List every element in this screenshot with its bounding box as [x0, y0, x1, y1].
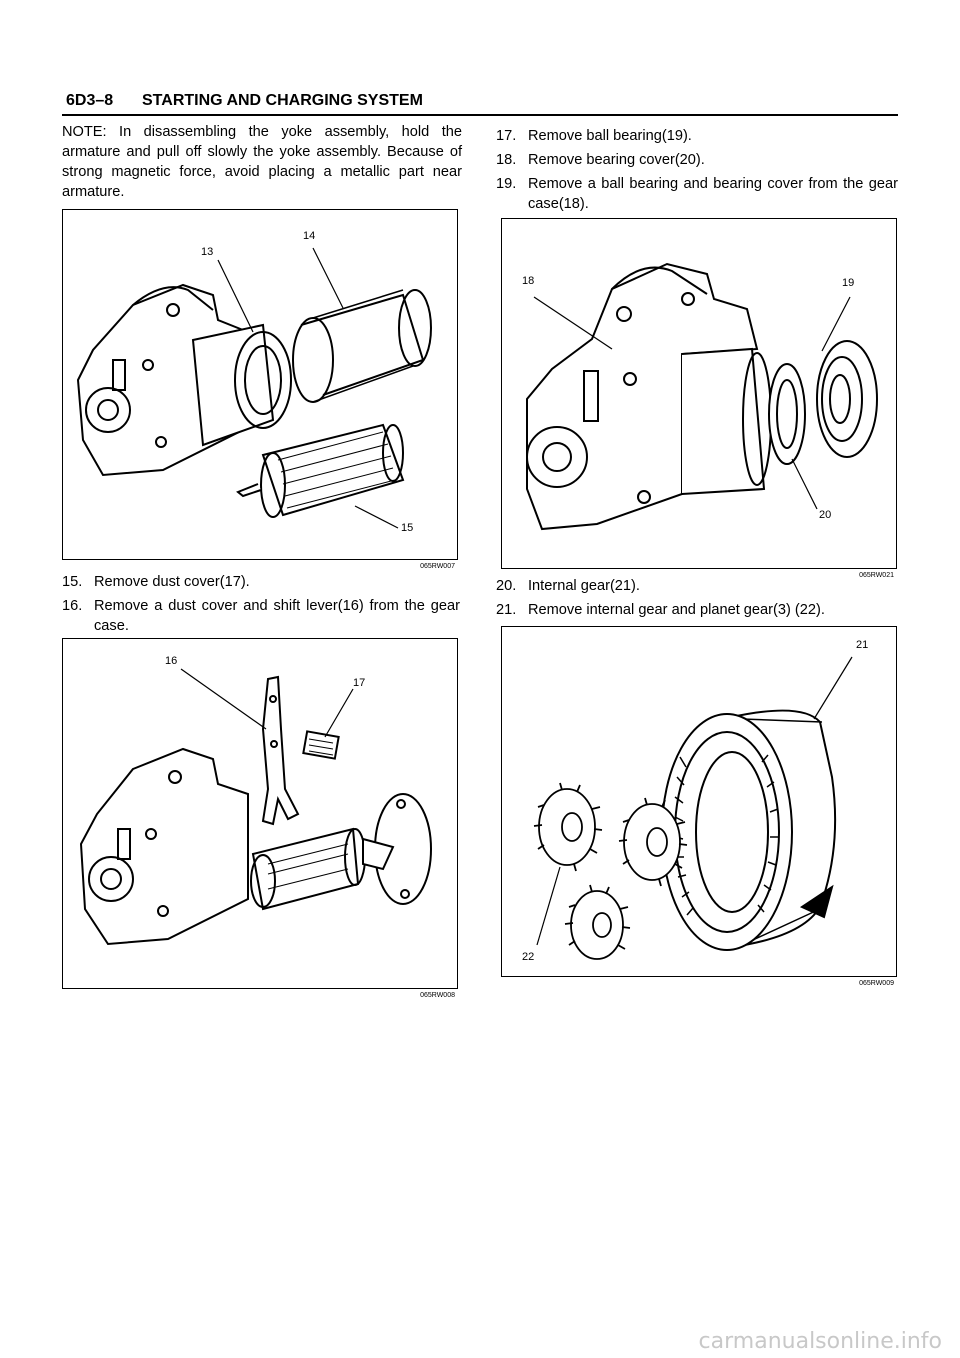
callout-16: 16	[165, 655, 178, 667]
step-number: 20.	[496, 578, 517, 594]
step-number: 21.	[496, 602, 517, 618]
watermark: carmanualsonline.info	[698, 1329, 942, 1354]
step-text: Remove a dust cover and shift lever(16) …	[94, 598, 460, 634]
step-16: 16. Remove a dust cover and shift lever(…	[62, 596, 460, 636]
callout-20: 20	[819, 509, 832, 521]
step-15: 15. Remove dust cover(17).	[62, 572, 460, 592]
step-text: Remove ball bearing(19).	[528, 128, 692, 144]
callout-14: 14	[303, 230, 316, 242]
step-number: 16.	[62, 598, 83, 614]
step-20: 20. Internal gear(21).	[496, 576, 898, 596]
section-code: 6D3–8	[66, 92, 114, 109]
header-rule	[62, 114, 898, 116]
steps-20-21: 20. Internal gear(21). 21. Remove intern…	[496, 576, 898, 620]
callout-13: 13	[201, 246, 214, 258]
steps-15-16: 15. Remove dust cover(17). 16. Remove a …	[62, 572, 460, 636]
step-text: Remove bearing cover(20).	[528, 152, 705, 168]
callout-18: 18	[522, 275, 535, 287]
step-19: 19. Remove a ball bearing and bearing co…	[496, 174, 898, 214]
step-text: Internal gear(21).	[528, 578, 640, 594]
step-21: 21. Remove internal gear and planet gear…	[496, 600, 898, 620]
figure-internal-gear-drawing	[533, 656, 853, 960]
figure-ball-bearing-drawing	[526, 262, 878, 531]
figure-shift-lever-drawing	[79, 668, 432, 946]
figure-ball-bearing: 18 19 20 065RW021	[501, 218, 897, 579]
callout-21: 21	[856, 639, 869, 651]
figure-code: 065RW021	[859, 572, 894, 579]
page-header: 6D3–8 STARTING AND CHARGING SYSTEM	[62, 90, 898, 116]
figure-code: 065RW009	[859, 980, 894, 987]
callout-19: 19	[842, 277, 855, 289]
figure-shift-lever: 16 17 065RW008	[62, 638, 458, 999]
step-17: 17. Remove ball bearing(19).	[496, 126, 898, 146]
figure-internal-gear: 21 22 065RW009	[501, 626, 897, 987]
step-18: 18. Remove bearing cover(20).	[496, 150, 898, 170]
callout-15: 15	[401, 522, 414, 534]
figure-yoke-armature-drawing	[76, 247, 432, 529]
step-number: 17.	[496, 128, 517, 144]
figure-yoke-armature: 13 14 15 065RW007	[62, 209, 458, 570]
steps-17-19: 17. Remove ball bearing(19). 18. Remove …	[496, 126, 898, 214]
step-text: Remove a ball bearing and bearing cover …	[528, 176, 898, 212]
callout-17: 17	[353, 677, 366, 689]
step-number: 19.	[496, 176, 517, 192]
callout-22: 22	[522, 951, 535, 963]
figure-code: 065RW008	[420, 992, 455, 999]
page-title: STARTING AND CHARGING SYSTEM	[142, 92, 423, 109]
figure-code: 065RW007	[420, 563, 455, 570]
step-number: 15.	[62, 574, 83, 590]
step-number: 18.	[496, 152, 517, 168]
step-text: Remove internal gear and planet gear(3) …	[528, 602, 825, 618]
step-text: Remove dust cover(17).	[94, 574, 250, 590]
note-paragraph: NOTE: In disassembling the yoke assembly…	[62, 124, 462, 200]
